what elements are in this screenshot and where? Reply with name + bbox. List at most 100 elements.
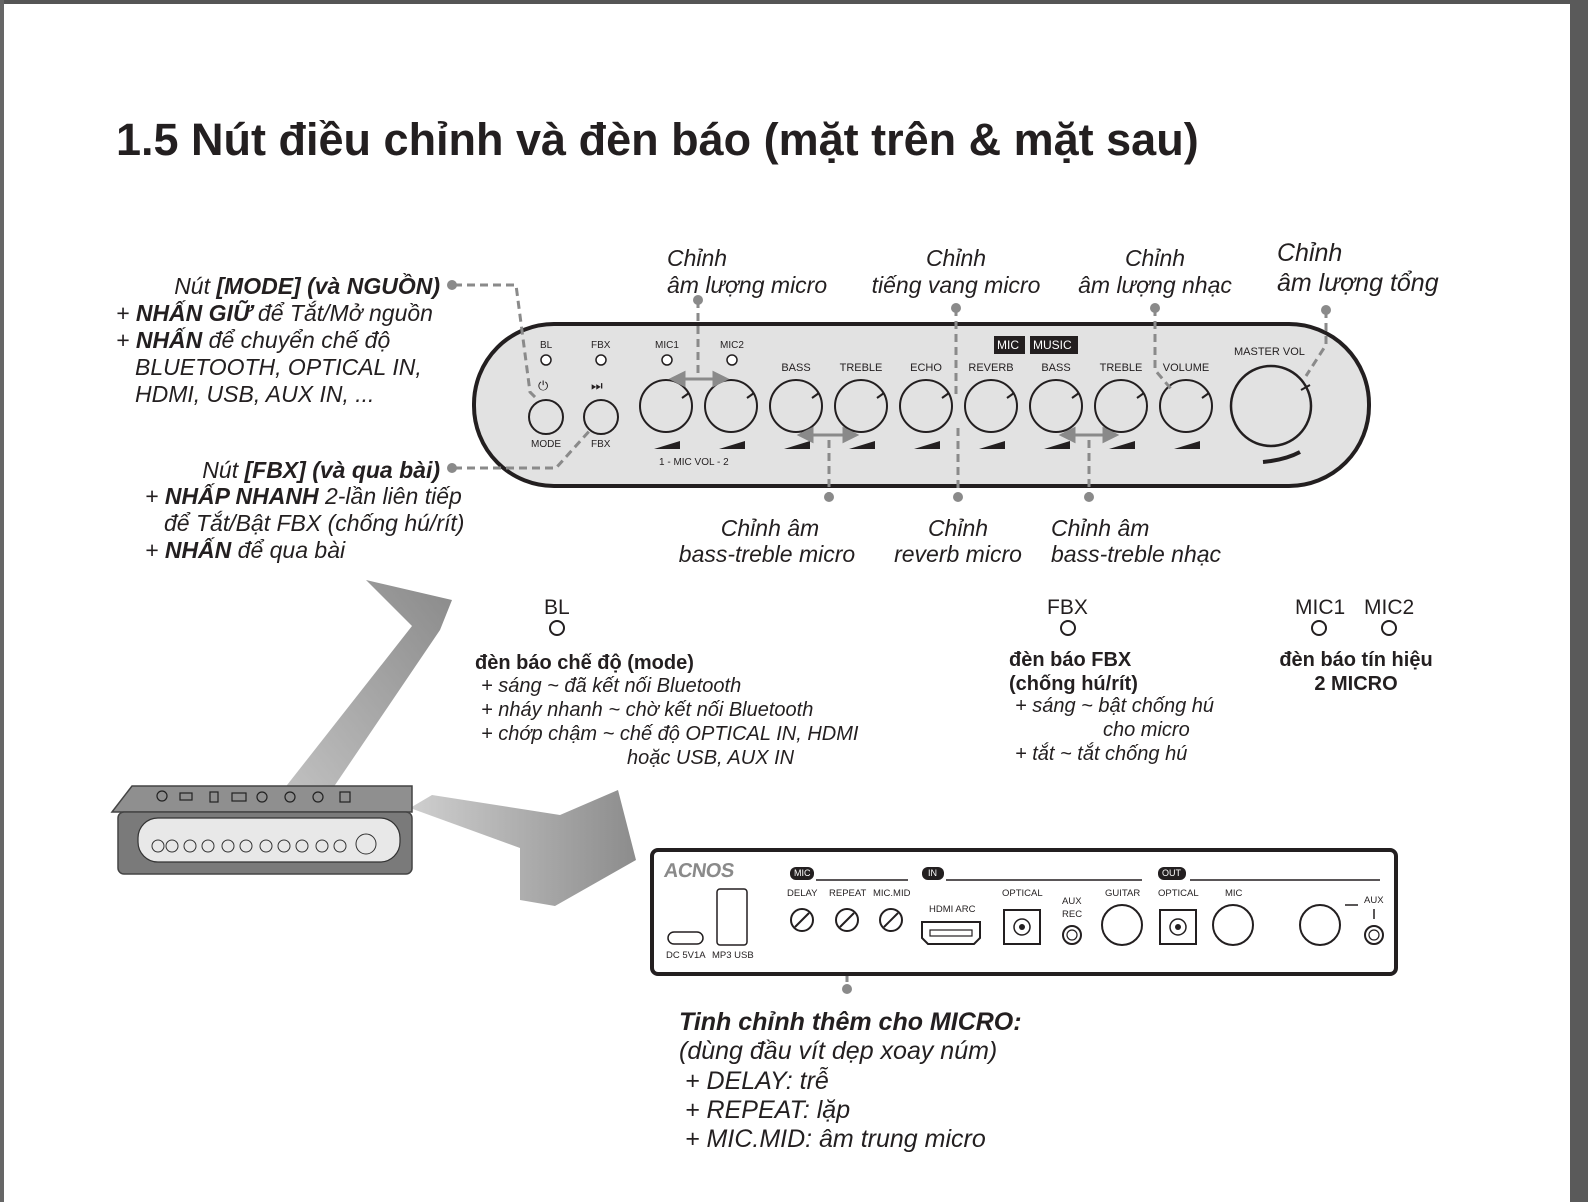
level-wedge-icon (654, 441, 680, 449)
level-wedge-icon (784, 441, 810, 449)
hdmi-arc-label: HDMI ARC (929, 904, 976, 915)
level-wedge-icon (1044, 441, 1070, 449)
optical-in-label: OPTICAL (1002, 888, 1043, 899)
window-left-border (0, 0, 4, 1202)
mic-vol-label: 1 - MIC VOL - 2 (659, 457, 729, 468)
knob-label: BASS (781, 362, 811, 374)
rotary-knob (704, 379, 758, 433)
bl-line-1: + sáng ~ đã kết nối Bluetooth (481, 675, 742, 697)
rotary-knob (639, 379, 693, 433)
micro-tuning-sub: (dùng đầu vít dẹp xoay núm) (679, 1037, 998, 1065)
master-vol-label: MASTER VOL (1234, 346, 1305, 358)
micro-tuning-line-3: + MIC.MID: âm trung micro (685, 1125, 986, 1153)
bl-indicator-title: đèn báo chế độ (mode) (475, 652, 694, 674)
pointer-arrow-top (258, 580, 452, 822)
micro-tuning-line-2: + REPEAT: lặp (685, 1096, 851, 1124)
mode-callout-line1: + NHẤN GIỮ để Tắt/Mở nguồn (116, 300, 433, 326)
mic-bt-callout-1: Chỉnh âm (720, 515, 820, 541)
pointer-arrow-rear (410, 790, 636, 906)
knob-pointer (681, 392, 690, 399)
master-callout-1: Chỉnh (1277, 239, 1343, 267)
aux-rec-label-2: REC (1062, 909, 1083, 920)
aux-label: AUX (1364, 895, 1384, 906)
echo-callout-2: tiếng vang micro (871, 272, 1041, 298)
music-bt-callout-2: bass-treble nhạc (1051, 541, 1222, 567)
led-label-mic2: MIC2 (720, 340, 744, 351)
knob-pointer (876, 392, 885, 399)
level-wedge-icon (1109, 441, 1135, 449)
next-track-icon: ⏭ (591, 378, 603, 393)
knob-pointer (1201, 392, 1210, 399)
mic1-indicator-label: MIC1 (1295, 596, 1346, 619)
rotary-knob (1029, 379, 1083, 433)
micro-tuning-line-1: + DELAY: trễ (685, 1067, 829, 1095)
rear-mic-tag: MIC (794, 868, 811, 878)
window-top-border (0, 0, 1588, 4)
micro-tuning-title: Tinh chỉnh thêm cho MICRO: (679, 1008, 1022, 1036)
bl-line-4: hoặc USB, AUX IN (627, 747, 795, 769)
led-label-bl: BL (540, 340, 553, 351)
mode-callout-line3: BLUETOOTH, OPTICAL IN, (135, 354, 422, 380)
led-label-fbx: FBX (591, 340, 611, 351)
music-tag: MUSIC (1033, 338, 1072, 352)
knob-label: TREBLE (1099, 362, 1143, 374)
mic-vol-callout-2: âm lượng micro (667, 272, 828, 298)
knob-label: VOLUME (1162, 362, 1210, 374)
bl-line-3: + chớp chậm ~ chế độ OPTICAL IN, HDMI (481, 723, 859, 745)
bl-line-2: + nháy nhanh ~ chờ kết nối Bluetooth (481, 699, 814, 721)
acnos-logo: ACNOS (662, 860, 736, 882)
rotary-knob (964, 379, 1018, 433)
knob-label: REVERB (968, 362, 1014, 374)
mic-tag: MIC (997, 338, 1019, 352)
usb-label: MP3 USB (712, 950, 754, 961)
fbx-callout-line1: + NHẤP NHANH 2-lần liên tiếp (145, 483, 462, 509)
led-label-mic1: MIC1 (655, 340, 679, 351)
micmid-label: MIC.MID (873, 888, 911, 899)
music-vol-callout-2: âm lượng nhạc (1078, 272, 1232, 298)
fbx-line-3: + tắt ~ tắt chống hú (1015, 743, 1188, 765)
level-wedge-icon (1174, 441, 1200, 449)
rear-in-tag: IN (928, 868, 937, 878)
mode-callout-line2: + NHẤN để chuyển chế độ (116, 327, 391, 353)
fbx-callout-line2: để Tắt/Bật FBX (chống hú/rít) (164, 510, 465, 536)
level-wedge-icon (979, 441, 1005, 449)
fbx-indicator-title-1: đèn báo FBX (1009, 649, 1132, 671)
reverb-callout-2: reverb micro (894, 541, 1022, 567)
rotary-knob (769, 379, 823, 433)
fbx-indicator-title-2: (chống hú/rít) (1009, 673, 1138, 695)
knob-label: TREBLE (839, 362, 883, 374)
level-wedge-icon (914, 441, 940, 449)
fbx-line-1: + sáng ~ bật chống hú (1015, 695, 1215, 717)
music-vol-callout-1: Chỉnh (1124, 245, 1186, 271)
page-title: 1.5 Nút điều chỉnh và đèn báo (mặt trên … (116, 114, 1199, 165)
mic-indicator-title-2: 2 MICRO (1314, 673, 1398, 695)
reverb-callout-1: Chỉnh (927, 515, 989, 541)
rear-out-tag: OUT (1162, 868, 1181, 878)
mode-callout-line4: HDMI, USB, AUX IN, ... (135, 381, 375, 407)
fbx-line-2: cho micro (1103, 719, 1190, 741)
master-callout-2: âm lượng tổng (1277, 269, 1439, 297)
rotary-knob (1159, 379, 1213, 433)
power-icon: ⏻ (538, 378, 549, 393)
rotary-knob (899, 379, 953, 433)
rotary-knob (834, 379, 888, 433)
mic-bt-callout-2: bass-treble micro (678, 541, 856, 567)
level-wedge-icon (719, 441, 745, 449)
master-vol-knob (1229, 364, 1313, 464)
mode-callout-heading: Nút [MODE] (và NGUỒN) (174, 273, 440, 299)
mic-out-label: MIC (1225, 888, 1243, 899)
knob-pointer (1136, 392, 1145, 399)
window-right-border (1570, 0, 1588, 1202)
echo-callout-1: Chỉnh (925, 245, 987, 271)
mic-indicator-title-1: đèn báo tín hiệu (1279, 649, 1433, 671)
mode-button-label: MODE (531, 439, 561, 450)
fbx-button-label: FBX (591, 439, 611, 450)
soundbar-thumbnail (110, 785, 413, 875)
rear-panel (650, 848, 1398, 976)
repeat-label: REPEAT (829, 888, 867, 899)
knob-pointer (1006, 392, 1015, 399)
mic-vol-callout-1: Chỉnh (667, 245, 728, 271)
knob-pointer (1071, 392, 1080, 399)
music-bt-callout-1: Chỉnh âm (1051, 515, 1150, 541)
